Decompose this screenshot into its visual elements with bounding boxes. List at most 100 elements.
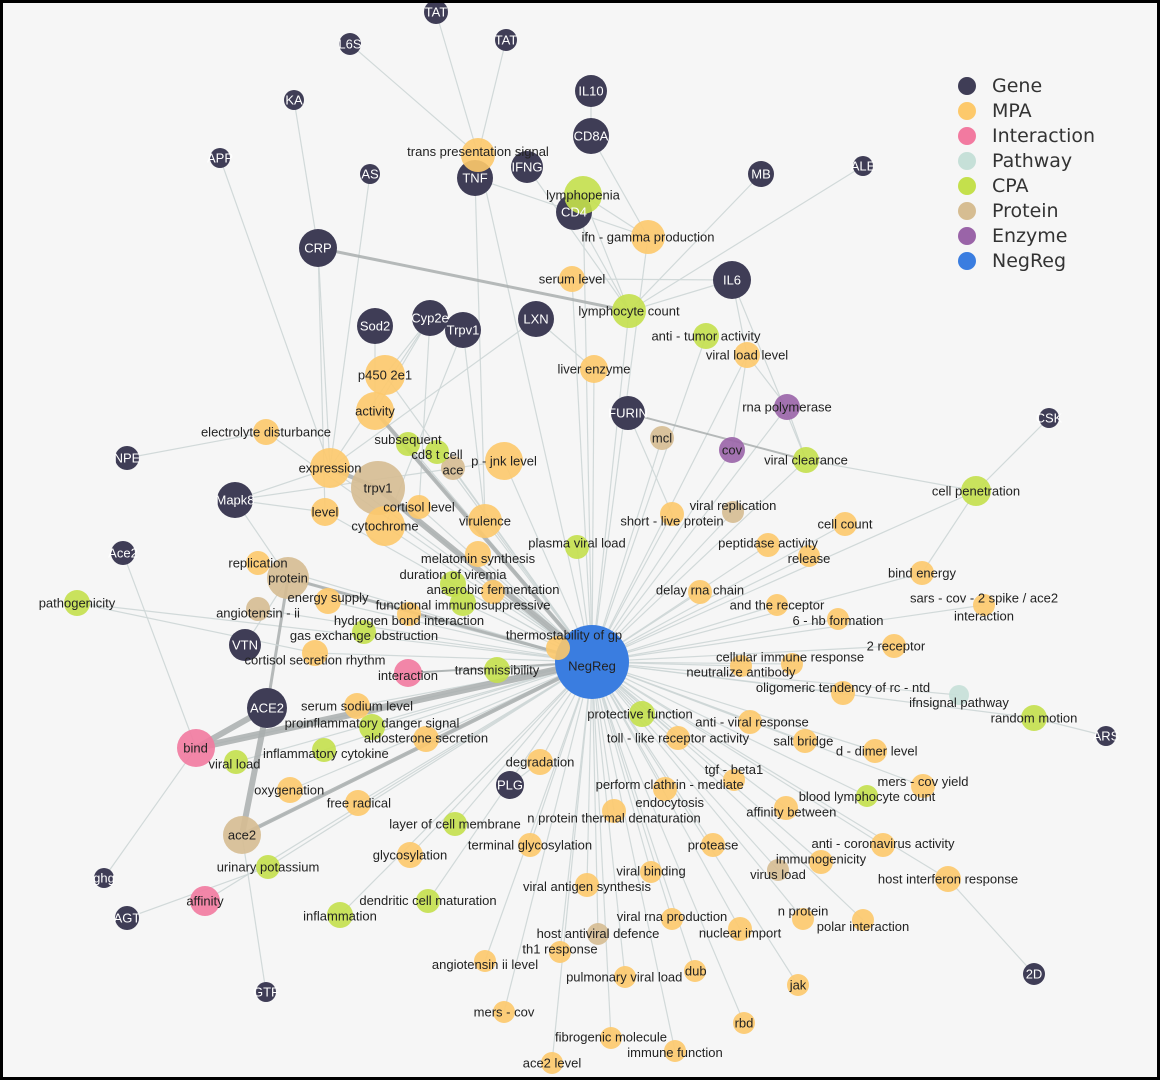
node-circle-cpa-functional-immunosuppressive[interactable] [450,590,476,616]
node-circle-cpa-transmissibility[interactable] [484,657,510,683]
node-circle-mpa-rbd[interactable] [733,1012,755,1034]
node-circle-mpa-replication[interactable] [246,551,270,575]
node-circle-interaction-bind[interactable] [177,729,215,767]
node-circle-mpa-viral-antigen-synthesis[interactable] [575,873,599,897]
node-circle-mpa-anti-coronavirus-activity[interactable] [871,833,895,857]
node-circle-mpa-trans-presentation-signal[interactable] [461,138,495,172]
node-circle-mpa-d-dimer-level[interactable] [863,739,887,763]
node-circle-gene-2d[interactable] [1023,963,1045,985]
node-circle-cpa-viral-clearance[interactable] [793,447,819,473]
node-circle-mpa-toll-like-receptor-activity[interactable] [666,726,690,750]
node-circle-mpa-ifn-gamma-production[interactable] [631,220,665,254]
node-circle-mpa-polar-interaction[interactable] [852,909,874,931]
node-circle-gene-sod2[interactable] [357,308,393,344]
node-circle-mpa-protease[interactable] [701,833,725,857]
node-circle-cpa-inflammatory-cytokine[interactable] [312,738,336,762]
node-circle-mpa-cell-count[interactable] [833,512,857,536]
node-circle-mpa-fibrogenic-molecule[interactable] [600,1027,622,1049]
node-circle-gene-ace2[interactable] [247,688,287,728]
node-circle-mpa-anaerobic-fermentation[interactable] [481,580,505,604]
node-circle-gene-ars[interactable] [1096,726,1116,746]
node-circle-gene-gtf[interactable] [256,982,276,1002]
node-circle-mpa-host-interferon-response[interactable] [935,866,961,892]
node-circle-mpa-aldosterone-secretion[interactable] [413,726,439,752]
node-circle-mpa-2-receptor[interactable] [882,634,906,658]
node-circle-cpa-lymphocyte-count[interactable] [612,294,646,328]
node-circle-gene-as[interactable] [360,164,380,184]
node-circle-mpa-activity[interactable] [356,392,394,430]
node-circle-gene-ka[interactable] [284,90,304,110]
node-circle-mpa-cytochrome[interactable] [365,506,405,546]
node-circle-mpa-short-live-protein[interactable] [660,502,684,526]
node-circle-gene-agt[interactable] [115,906,139,930]
node-circle-mpa-cortisol-level[interactable] [407,495,431,519]
node-circle-gene-ghg[interactable] [94,868,114,888]
node-circle-mpa-and-the-receptor[interactable] [766,594,788,616]
node-circle-cpa-pathogenicity[interactable] [64,590,90,616]
node-circle-protein-viral-replication[interactable] [722,501,744,523]
node-circle-mpa-angiotensin-ii-level[interactable] [474,950,496,972]
node-circle-mpa-tgf-beta1[interactable] [723,769,745,791]
node-circle-mpa-viral-binding[interactable] [640,861,662,883]
node-circle-gene-lxn[interactable] [518,301,554,337]
node-circle-mpa-free-radical[interactable] [345,790,371,816]
node-circle-mpa-level[interactable] [311,498,339,526]
node-circle-mpa-terminal-glycosylation[interactable] [518,833,542,857]
node-circle-gene-mapk8[interactable] [217,482,253,518]
node-circle-gene-csk[interactable] [1039,408,1059,428]
node-circle-mpa-bind-energy[interactable] [910,561,934,585]
node-circle-gene-furin[interactable] [611,396,645,430]
node-circle-gene-l6s[interactable] [339,33,361,55]
node-circle-gene-ifng[interactable] [511,151,543,183]
node-circle-cpa-protective-function[interactable] [629,701,655,727]
node-circle-mpa-pulmonary-viral-load[interactable] [614,966,636,988]
node-circle-protein-angiotensin-ii[interactable] [246,597,270,621]
node-circle-cpa-proinflammatory-danger-signal[interactable] [359,714,385,740]
node-circle-mpa-peptidase-activity[interactable] [756,533,780,557]
node-circle-mpa-perform-clathrin-mediate[interactable] [653,777,677,801]
node-circle-cpa-inflammation[interactable] [327,902,353,928]
node-circle-mpa-expression[interactable] [310,448,350,488]
node-circle-gene-cyp2e[interactable] [412,300,448,336]
node-circle-mpa-th1-response[interactable] [549,941,571,963]
node-circle-cpa-urinary-potassium[interactable] [256,855,280,879]
node-circle-gene-vtn[interactable] [229,629,261,661]
node-circle-enzyme-cov[interactable] [719,437,745,463]
node-circle-gene-cd8a[interactable] [573,118,609,154]
node-circle-interaction-affinity[interactable] [190,886,220,916]
node-circle-protein-mcl[interactable] [650,426,674,450]
node-circle-mpa-melatonin-synthesis[interactable] [465,541,491,567]
node-circle-protein-host-antiviral-defence[interactable] [587,923,609,945]
node-circle-mpa-cellular-immune-response[interactable] [781,653,803,675]
node-circle-mpa-neutralize-antibody[interactable] [730,655,752,677]
node-circle-mpa-oligomeric-tendency-of-rc-ntd[interactable] [831,681,855,705]
node-circle-pathway-ifnsignal-pathway[interactable] [949,685,969,705]
node-circle-protein-ace[interactable] [441,456,465,480]
node-circle-cpa-plasma-viral-load[interactable] [565,535,589,559]
node-circle-gene-npe[interactable] [115,446,139,470]
node-circle-gene-trpv1[interactable] [445,312,481,348]
node-circle-gene-il6[interactable] [713,261,751,299]
node-circle-mpa-n-protein-thermal-denaturation[interactable] [602,799,626,823]
node-circle-mpa-affinity-between[interactable] [774,796,798,820]
node-circle-cpa-cell-penetration[interactable] [961,476,991,506]
node-circle-gene-mb[interactable] [748,161,774,187]
node-circle-mpa-mers-cov[interactable] [493,1001,515,1023]
node-circle-mpa-p450-2e1[interactable] [365,355,405,395]
node-circle-cpa-gas-exchange-obstruction[interactable] [352,620,376,644]
node-circle-mpa-glycosylation[interactable] [397,842,423,868]
node-circle-mpa-liver-enzyme[interactable] [580,355,608,383]
node-circle-mpa-viral-rna-production[interactable] [661,908,683,930]
node-circle-cpa-viral-load[interactable] [224,750,248,774]
node-circle-mpa-viral-load-level[interactable] [734,342,760,368]
node-circle-cpa-anti-tumor-activity[interactable] [693,323,719,349]
node-circle-gene-crp[interactable] [299,229,337,267]
node-circle-negreg-negreg[interactable] [555,625,629,699]
node-circle-mpa-oxygenation[interactable] [277,777,303,803]
node-circle-mpa-6-hb-formation[interactable] [827,608,849,630]
node-circle-gene-plg[interactable] [496,771,524,799]
node-circle-enzyme-rna-polymerase[interactable] [774,394,800,420]
node-circle-gene-il10[interactable] [575,75,607,107]
node-circle-interaction-interaction[interactable] [394,659,422,687]
node-circle-mpa-thermostability-of-gp[interactable] [546,636,570,660]
